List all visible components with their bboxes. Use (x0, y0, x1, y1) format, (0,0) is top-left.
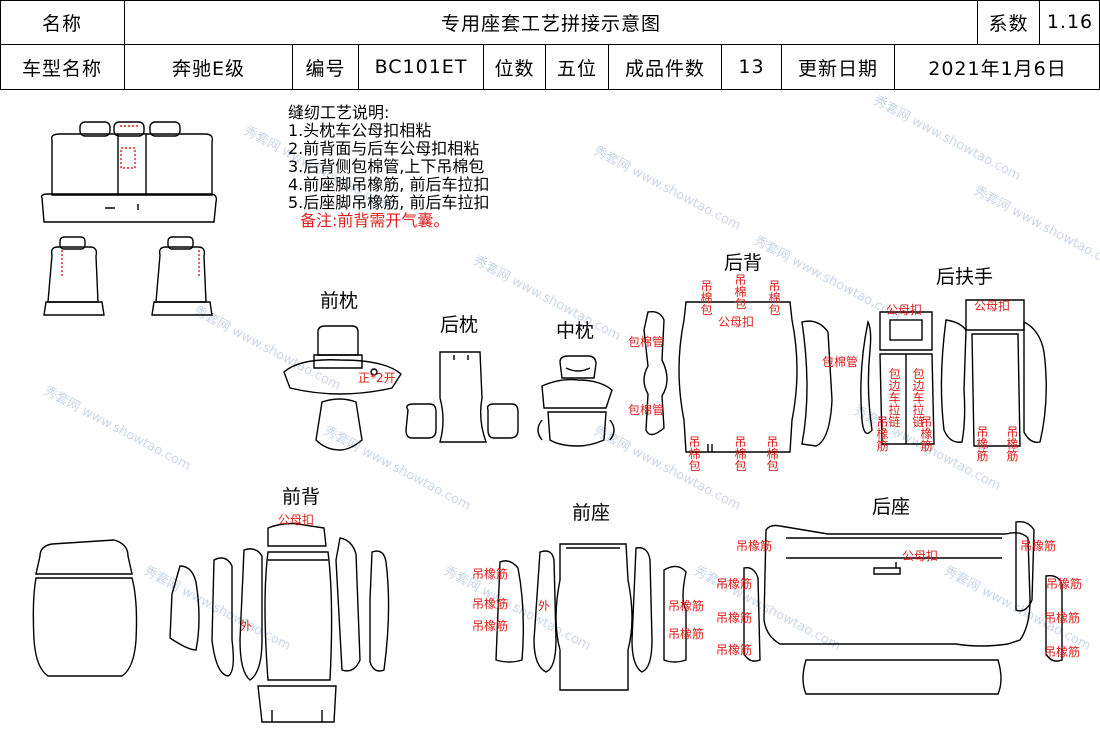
seats-label: 位数 (484, 45, 546, 89)
front-headrest-pattern (283, 325, 402, 451)
label-cotton-pad: 吊棉包 (700, 279, 713, 317)
label-outer: 外 (538, 599, 551, 613)
date-label: 更新日期 (782, 45, 895, 89)
section-rear-back: 后背 (724, 252, 763, 274)
label-elastic: 吊橡筋 (472, 619, 509, 633)
label-elastic: 吊橡筋 (1044, 645, 1081, 659)
note-item: 3.后背侧包棉管,上下吊棉包 (288, 157, 485, 176)
model-label: 车型名称 (0, 45, 125, 89)
pieces-value: 13 (722, 45, 782, 89)
note-item: 2.前背面与后车公母扣相粘 (288, 139, 480, 158)
note-item: 1.头枕车公母扣相粘 (288, 121, 432, 140)
seats-value: 五位 (546, 45, 609, 89)
front-back-pattern (32, 522, 390, 723)
label-snap: 公母扣 (278, 513, 315, 527)
label-elastic: 吊橡筋 (716, 577, 753, 591)
code-label: 编号 (293, 45, 359, 89)
label-elastic: 吊橡筋 (736, 539, 773, 553)
section-rear-headrest: 后枕 (440, 314, 479, 336)
rear-headrest-pattern (405, 351, 519, 443)
label-elastic: 吊橡筋 (1020, 539, 1057, 553)
section-front-headrest: 前枕 (320, 290, 359, 312)
model-value: 奔驰E级 (125, 45, 293, 89)
label-elastic: 吊橡筋 (1044, 611, 1081, 625)
label-elastic: 吊橡筋 (976, 425, 989, 463)
coef-label: 系数 (978, 0, 1040, 44)
notes-title: 缝纫工艺说明: (288, 103, 390, 122)
section-front-seat: 前座 (572, 502, 611, 524)
rear-back-pattern (643, 301, 833, 453)
label-snap: 公母扣 (718, 315, 755, 329)
label-cotton-pad: 吊棉包 (768, 279, 781, 317)
label-outer: 外 (240, 619, 253, 633)
label-cotton-tube: 包棉管 (822, 355, 859, 369)
label-elastic: 吊橡筋 (668, 599, 705, 613)
mid-headrest-pattern (537, 355, 615, 447)
label-snap: 公母扣 (974, 299, 1011, 313)
name-label: 名称 (0, 0, 125, 44)
notes-remark: 备注:前背需开气囊。 (300, 211, 450, 230)
label-elastic: 吊橡筋 (472, 597, 509, 611)
note-item: 4.前座脚吊橡筋, 前后车拉扣 (288, 175, 490, 194)
label-cotton-tube: 包棉管 (628, 335, 665, 349)
label-cotton-tube: 包棉管 (628, 403, 665, 417)
label-elastic: 吊橡筋 (716, 611, 753, 625)
label-wrap-pull: 包边车拉链 (888, 367, 901, 429)
sewing-notes: 缝纫工艺说明: 1.头枕车公母扣相粘 2.前背面与后车公母扣相粘 3.后背侧包棉… (288, 104, 489, 230)
label-cotton-pad: 吊棉包 (734, 273, 747, 311)
label-cotton-pad: 吊棉包 (734, 435, 747, 473)
label-snap: 公母扣 (902, 549, 939, 563)
label-open-x2: 正*2开 (358, 371, 396, 385)
label-cotton-pad: 吊棉包 (766, 435, 779, 473)
label-elastic: 吊橡筋 (1046, 577, 1083, 591)
label-snap: 公母扣 (886, 303, 923, 317)
label-elastic: 吊橡筋 (668, 627, 705, 641)
label-elastic: 吊橡筋 (876, 415, 889, 453)
section-rear-armrest: 后扶手 (936, 266, 994, 288)
seat-thumbnail (40, 121, 218, 316)
label-elastic: 吊橡筋 (472, 567, 509, 581)
date-value: 2021年1月6日 (928, 57, 1067, 80)
section-front-back: 前背 (282, 486, 321, 508)
label-cotton-pad: 吊棉包 (688, 435, 701, 473)
label-elastic: 吊橡筋 (1006, 425, 1019, 463)
section-rear-seat: 后座 (872, 496, 911, 518)
label-elastic: 吊橡筋 (920, 415, 933, 453)
label-elastic: 吊橡筋 (716, 643, 753, 657)
header-table: 名称 专用座套工艺拼接示意图 系数 1.16 车型名称 奔驰E级 编号 BC10… (0, 0, 1100, 90)
coef-value: 1.16 (1046, 11, 1094, 33)
label-wrap-pull: 包边车拉链 (912, 367, 925, 429)
note-item: 5.后座脚吊橡筋, 前后车拉扣 (288, 193, 490, 212)
rear-seat-pattern (743, 520, 1063, 695)
pieces-label: 成品件数 (609, 45, 722, 89)
front-seat-pattern (495, 543, 687, 691)
section-mid-headrest: 中枕 (556, 320, 595, 342)
sheet-title: 专用座套工艺拼接示意图 (125, 0, 978, 44)
code-value: BC101ET (359, 45, 484, 89)
rear-armrest-pattern (860, 299, 1047, 447)
